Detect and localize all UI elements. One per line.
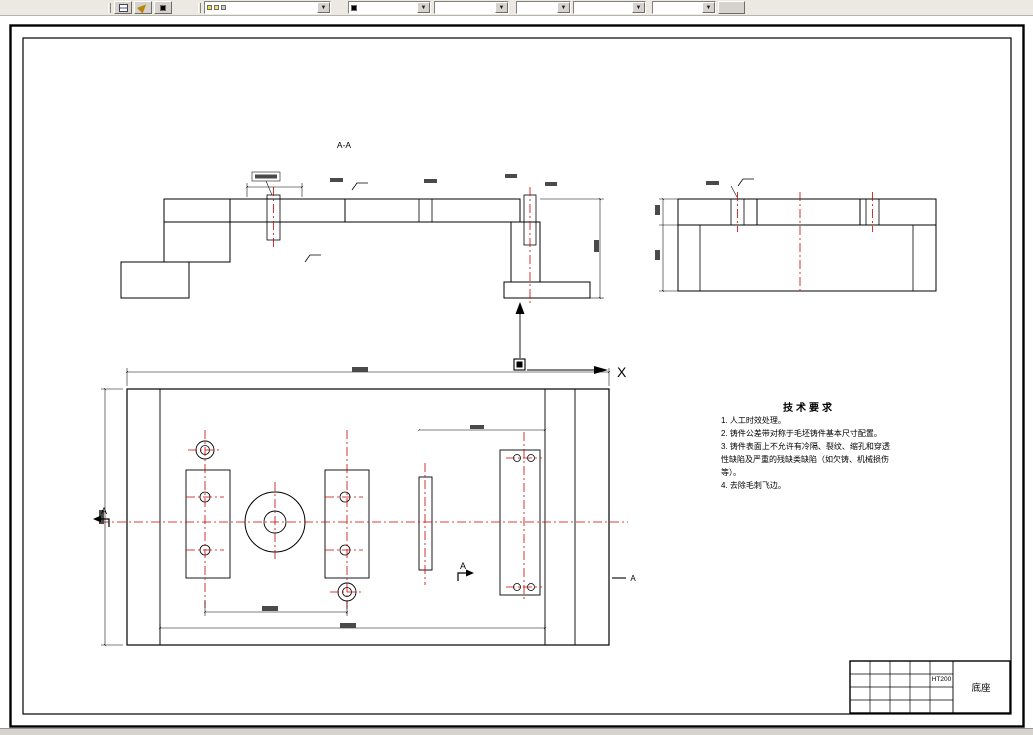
bolt-hole xyxy=(523,194,537,246)
section-marker-label: A xyxy=(630,574,636,583)
plan-view: A A A xyxy=(93,367,636,647)
cad-drawing: A-A xyxy=(9,24,1025,728)
dimension-text xyxy=(340,623,356,628)
draw-tool-button[interactable] xyxy=(134,1,152,14)
tech-requirements-title: 技术要求 xyxy=(783,403,835,414)
chevron-down-icon[interactable]: ▼ xyxy=(557,2,570,13)
section-marker-label: A xyxy=(460,561,466,571)
window-bottom-edge xyxy=(0,728,1033,735)
section-arrow-icon xyxy=(93,515,101,523)
ucs-axis-marker: X xyxy=(513,302,627,380)
swatch-icon xyxy=(160,4,166,11)
x-axis-label: X xyxy=(617,364,627,380)
toolbar-grip[interactable] xyxy=(198,3,201,13)
main-toolbar: ▼ ▼ ▼ ▼ ▼ ▼ xyxy=(0,0,1033,16)
section-marker-label: A xyxy=(101,506,107,516)
dimension-text xyxy=(505,174,517,178)
sun-icon xyxy=(214,5,219,10)
linetype-combo[interactable]: ▼ xyxy=(434,1,509,14)
toolbar-grip[interactable] xyxy=(108,3,111,13)
section-arrow-icon xyxy=(466,569,474,577)
dimension-text xyxy=(330,178,343,182)
pencil-icon xyxy=(136,1,150,14)
dimension-text xyxy=(706,181,719,185)
dimension-text xyxy=(262,606,278,611)
layers-icon xyxy=(118,3,128,12)
material-label: HT200 xyxy=(932,676,952,683)
dimension-text xyxy=(470,425,484,429)
dimension-text xyxy=(594,240,599,252)
chevron-down-icon[interactable]: ▼ xyxy=(495,2,508,13)
chevron-down-icon[interactable]: ▼ xyxy=(417,2,430,13)
lineweight-combo[interactable]: ▼ xyxy=(516,1,571,14)
dimension-text xyxy=(655,205,660,215)
swatch-tool-button[interactable] xyxy=(154,1,172,14)
tech-requirements-list: 1. 人工时效处理。 2. 铸件公差带对称于毛坯铸件基本尺寸配置。 3. 铸件表… xyxy=(721,414,897,492)
dimension-text xyxy=(655,250,660,260)
slot xyxy=(418,198,433,223)
pocket xyxy=(185,469,231,579)
tech-requirement-item: 4. 去除毛刺飞边。 xyxy=(721,481,786,490)
tech-requirement-item: 1. 人工时效处理。 xyxy=(721,416,786,425)
dimension-text xyxy=(99,510,104,524)
title-block: HT200 底座 xyxy=(849,660,1011,714)
bulb-icon xyxy=(207,5,212,10)
surface-finish-icon xyxy=(737,178,754,187)
dimension-text xyxy=(545,182,557,186)
plot-style-combo[interactable]: ▼ xyxy=(573,1,646,14)
tech-requirement-item: 3. 铸件表面上不允许有冷隔、裂纹、缩孔和穿透性缺陷及严重的残缺类缺陷（如欠铸、… xyxy=(721,442,890,477)
up-arrow-icon xyxy=(515,302,525,314)
color-swatch-icon xyxy=(351,4,357,11)
dimension-text xyxy=(352,367,368,372)
slot xyxy=(418,476,433,571)
chevron-down-icon[interactable]: ▼ xyxy=(632,2,645,13)
properties-button[interactable] xyxy=(718,1,745,14)
drawing-canvas[interactable]: A-A xyxy=(0,16,1033,728)
surface-finish-icon xyxy=(304,254,321,263)
chevron-down-icon[interactable]: ▼ xyxy=(702,2,715,13)
section-view-a-a: A-A xyxy=(120,140,604,305)
drawing-frame xyxy=(9,24,1025,728)
part-name-label: 底座 xyxy=(971,682,991,694)
chevron-down-icon[interactable]: ▼ xyxy=(317,2,330,13)
extra-combo[interactable]: ▼ xyxy=(652,1,716,14)
section-view-label: A-A xyxy=(337,140,352,150)
lock-icon xyxy=(221,5,226,10)
section-view-right xyxy=(655,178,937,294)
dimension-text xyxy=(424,179,437,183)
tech-requirement-item: 2. 铸件公差带对称于毛坯铸件基本尺寸配置。 xyxy=(721,429,882,438)
pocket xyxy=(499,449,541,596)
color-combo[interactable]: ▼ xyxy=(348,1,431,14)
layer-combo[interactable]: ▼ xyxy=(204,1,331,14)
layers-button[interactable] xyxy=(114,1,132,14)
surface-finish-icon xyxy=(351,182,368,191)
x-axis-arrow-icon xyxy=(594,366,608,374)
